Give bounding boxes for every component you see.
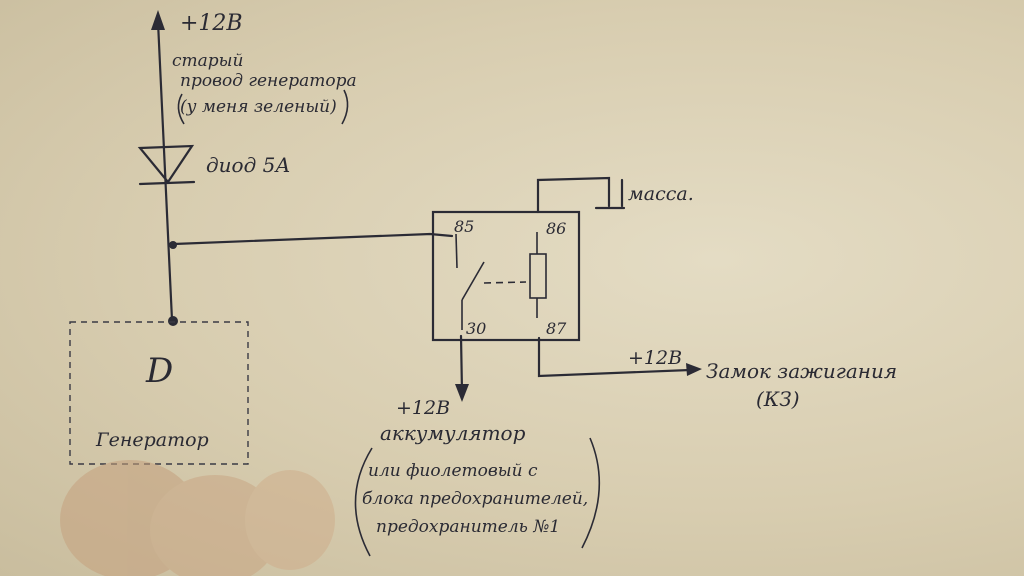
note-bracket-right [581,437,601,549]
finger-shadow [60,460,335,576]
battery-note-line-2: блока предохранителей, [362,489,588,509]
pin-87-label: 87 [546,319,567,338]
ignition-abbrev-label: (КЗ) [756,387,800,411]
battery-note-line-1: или фиолетовый с [368,461,538,481]
ignition-voltage-label: +12В [628,347,682,369]
down-arrow-icon [455,384,469,402]
up-arrow-icon [151,10,165,30]
wire-30 [459,334,464,394]
battery-voltage-label: +12В [396,397,450,419]
generator-box [69,321,249,465]
battery-label: аккумулятор [380,421,526,445]
wire-note-line-1: старый [172,51,243,71]
diode-label: диод 5А [206,153,291,177]
relay-coil [529,232,547,318]
generator-terminal-label: D [145,351,173,391]
generator-terminal-dot [168,316,178,326]
relay-switch [455,233,527,330]
ground-wire [536,176,611,214]
diode-symbol [137,144,196,186]
note-bracket-left [354,447,373,557]
battery-note-line-3: предохранитель №1 [376,517,560,537]
wire-to-85 [172,232,454,246]
wire-note-bracket [177,93,185,125]
ground-label: масса. [628,183,694,205]
wire-note-line-2: провод генератора [180,71,357,91]
wire-87 [537,336,692,378]
generator-label: Генератор [95,429,209,451]
pin-86-label: 86 [546,219,566,238]
top-voltage-label: +12В [180,11,243,36]
wire-note-line-3: (у меня зеленый) [180,97,337,117]
main-wire [156,20,174,322]
pin-85-label: 85 [454,217,474,236]
pin-30-label: 30 [466,319,486,338]
right-arrow-icon [686,363,702,376]
ignition-label: Замок зажигания [706,359,897,383]
relay-box [431,210,581,342]
